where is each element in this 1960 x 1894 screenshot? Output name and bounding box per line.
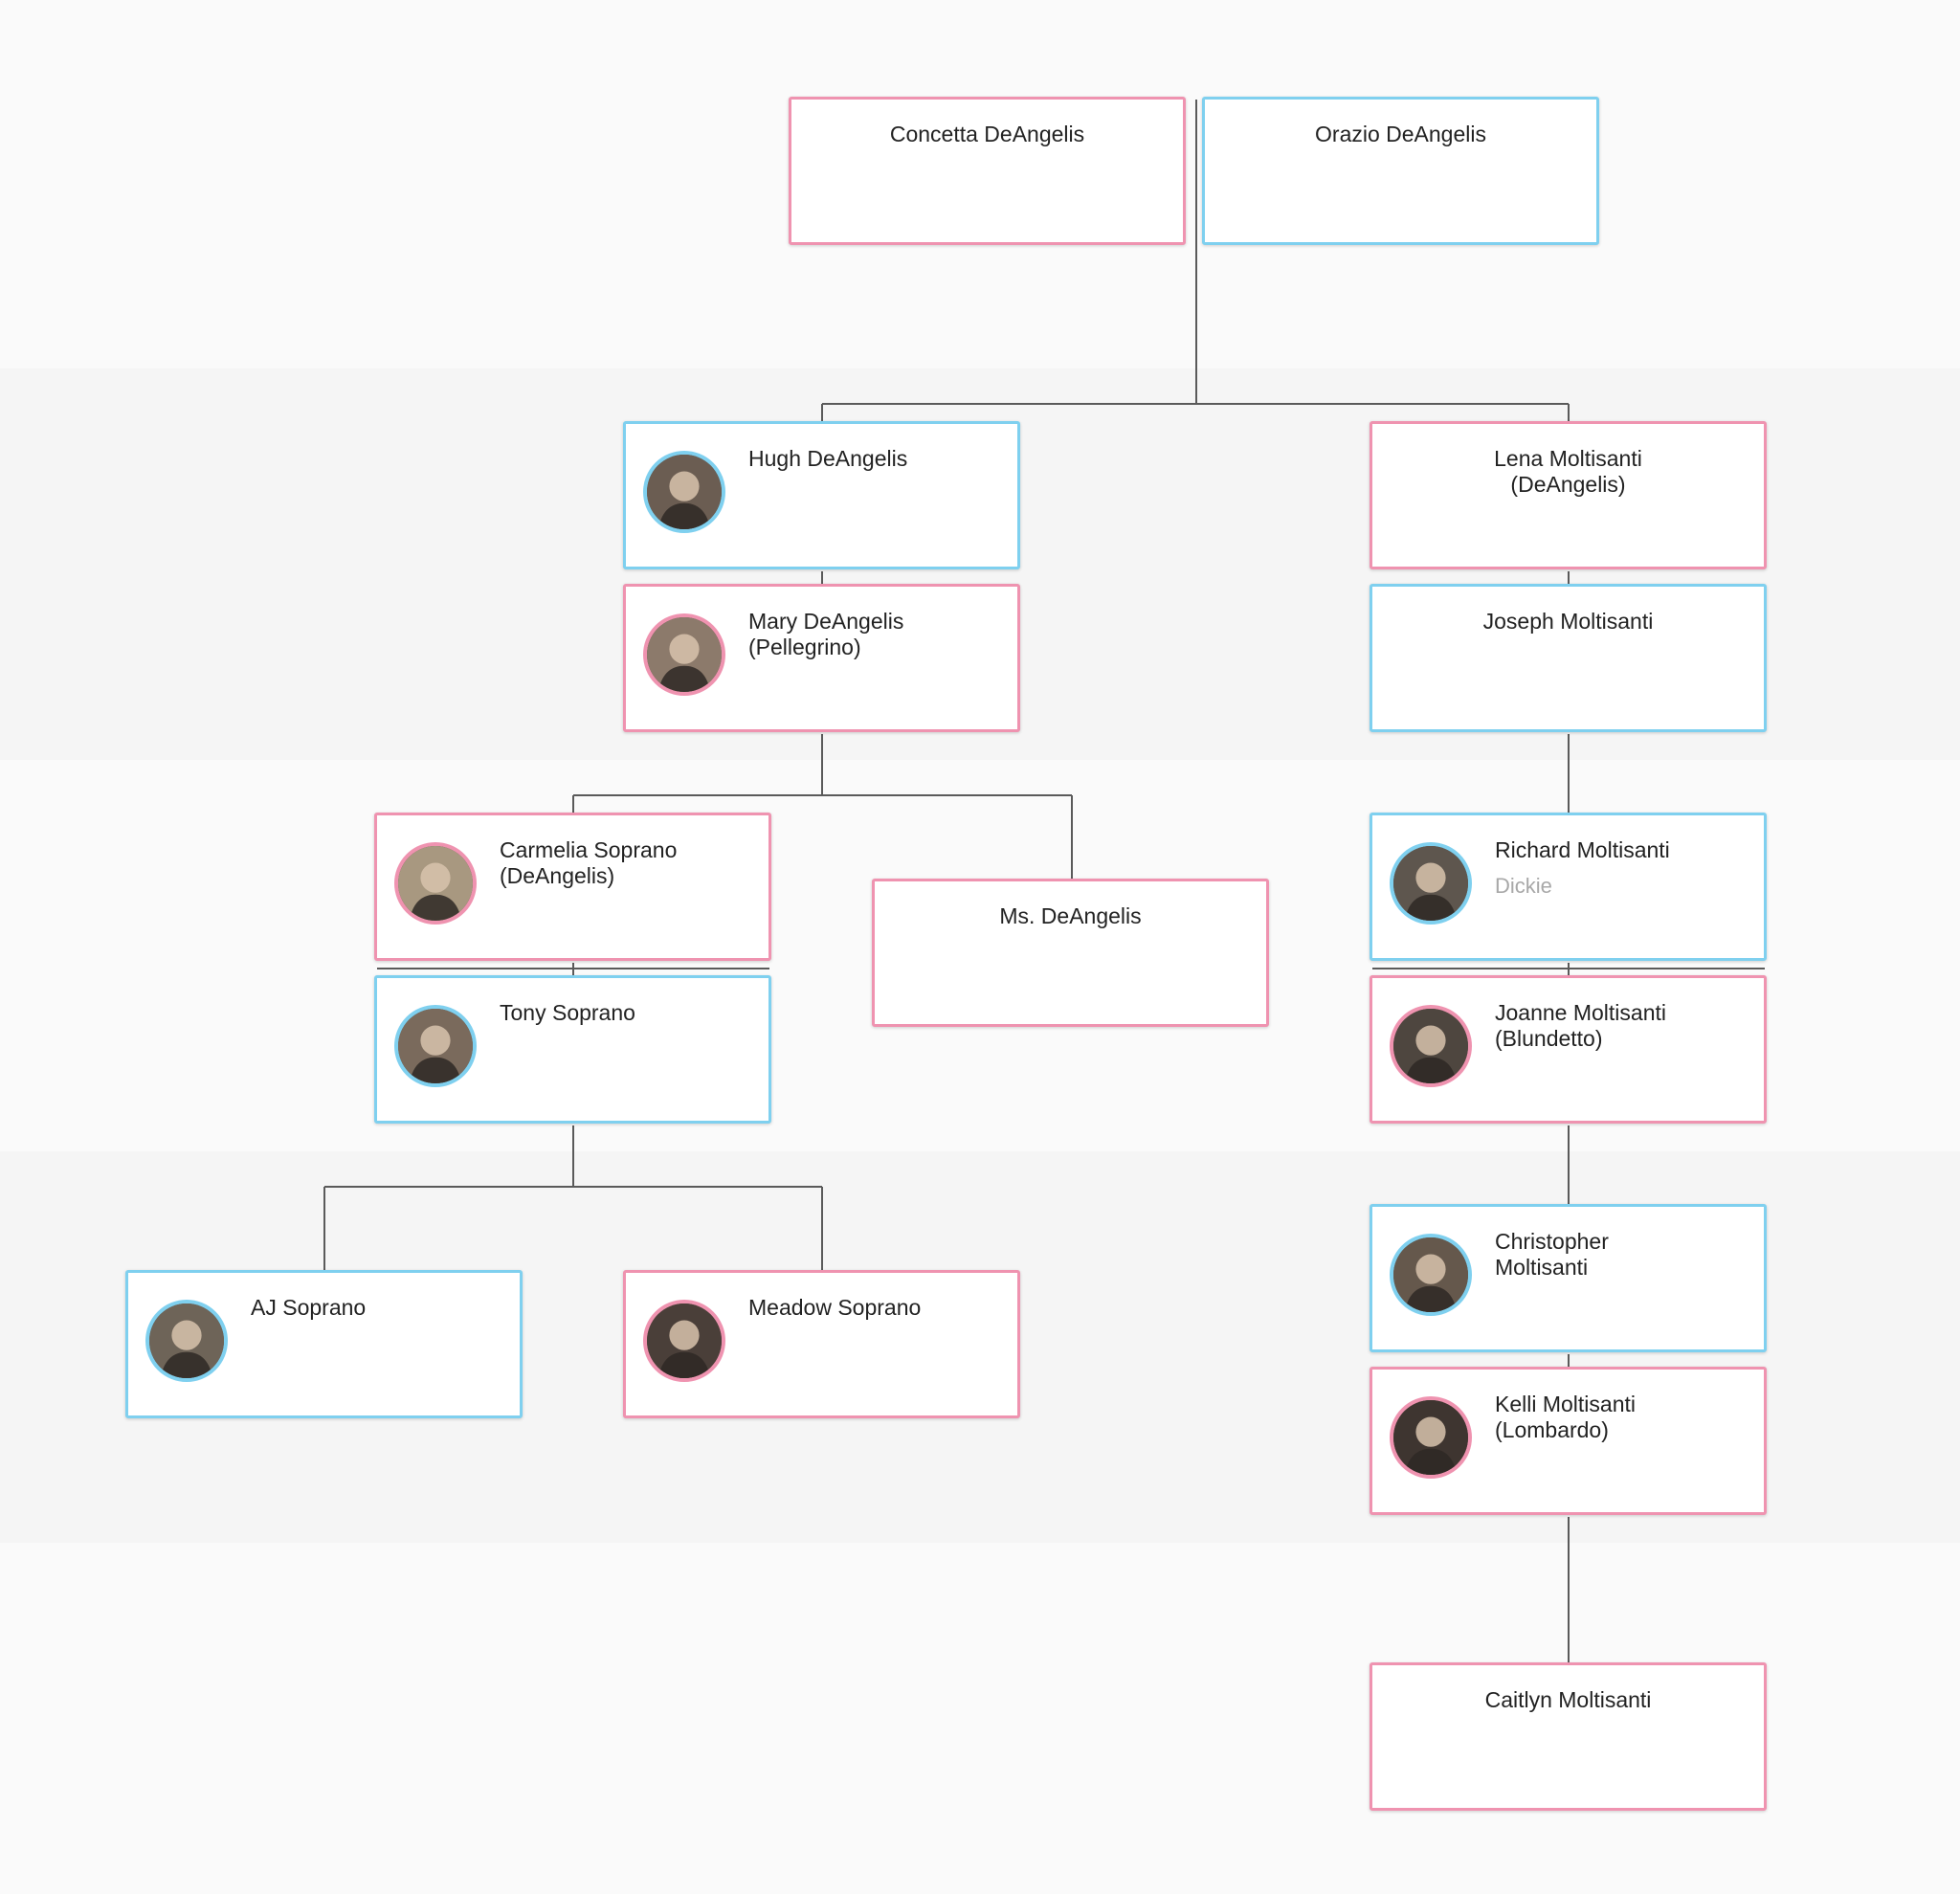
avatar <box>394 842 477 925</box>
portrait-silhouette <box>1393 846 1468 921</box>
person-name: Tony Soprano <box>500 1000 635 1025</box>
avatar <box>1390 1234 1472 1316</box>
portrait-silhouette <box>398 846 473 921</box>
avatar <box>145 1300 228 1382</box>
person-name: Joanne Moltisanti (Blundetto) <box>1495 1000 1666 1051</box>
portrait-silhouette <box>1393 1009 1468 1083</box>
person-name: Lena Moltisanti (DeAngelis) <box>1494 446 1642 497</box>
avatar <box>394 1005 477 1087</box>
portrait-silhouette <box>647 455 722 529</box>
person-card-christopher-moltisanti[interactable]: Christopher Moltisanti <box>1370 1204 1767 1352</box>
person-card-kelli-moltisanti[interactable]: Kelli Moltisanti (Lombardo) <box>1370 1367 1767 1515</box>
portrait-silhouette <box>647 1304 722 1378</box>
person-card-tony-soprano[interactable]: Tony Soprano <box>374 975 771 1124</box>
person-name: Mary DeAngelis (Pellegrino) <box>748 609 904 659</box>
person-card-joseph-moltisanti[interactable]: Joseph Moltisanti <box>1370 584 1767 732</box>
person-card-joanne-moltisanti[interactable]: Joanne Moltisanti (Blundetto) <box>1370 975 1767 1124</box>
person-card-aj-soprano[interactable]: AJ Soprano <box>125 1270 523 1418</box>
person-card-mary-deangelis[interactable]: Mary DeAngelis (Pellegrino) <box>623 584 1020 732</box>
person-card-ms-deangelis[interactable]: Ms. DeAngelis <box>872 879 1269 1027</box>
person-name: Carmelia Soprano (DeAngelis) <box>500 837 678 888</box>
person-name: Joseph Moltisanti <box>1482 609 1654 634</box>
avatar <box>1390 842 1472 925</box>
person-card-lena-moltisanti[interactable]: Lena Moltisanti (DeAngelis) <box>1370 421 1767 569</box>
avatar <box>1390 1005 1472 1087</box>
person-name: Richard Moltisanti <box>1495 837 1670 862</box>
portrait-silhouette <box>149 1304 224 1378</box>
person-name: Meadow Soprano <box>748 1295 922 1320</box>
person-card-orazio-deangelis[interactable]: Orazio DeAngelis <box>1202 97 1599 245</box>
person-card-hugh-deangelis[interactable]: Hugh DeAngelis <box>623 421 1020 569</box>
avatar <box>1390 1396 1472 1479</box>
person-card-carmelia-soprano[interactable]: Carmelia Soprano (DeAngelis) <box>374 813 771 961</box>
person-card-richard-moltisanti[interactable]: Richard Moltisanti Dickie <box>1370 813 1767 961</box>
avatar <box>643 1300 725 1382</box>
person-name: Christopher Moltisanti <box>1495 1229 1609 1280</box>
person-name: Hugh DeAngelis <box>748 446 908 471</box>
person-name: AJ Soprano <box>251 1295 367 1320</box>
avatar <box>643 451 725 533</box>
person-card-meadow-soprano[interactable]: Meadow Soprano <box>623 1270 1020 1418</box>
portrait-silhouette <box>398 1009 473 1083</box>
portrait-silhouette <box>647 617 722 692</box>
person-name: Ms. DeAngelis <box>999 903 1142 928</box>
portrait-silhouette <box>1393 1400 1468 1475</box>
person-name: Orazio DeAngelis <box>1315 122 1486 146</box>
portrait-silhouette <box>1393 1237 1468 1312</box>
person-card-concetta-deangelis[interactable]: Concetta DeAngelis <box>789 97 1186 245</box>
person-name: Concetta DeAngelis <box>889 122 1085 146</box>
person-nickname: Dickie <box>1495 874 1552 898</box>
person-name: Caitlyn Moltisanti <box>1484 1687 1652 1712</box>
avatar <box>643 613 725 696</box>
person-name: Kelli Moltisanti (Lombardo) <box>1495 1392 1636 1442</box>
person-card-caitlyn-moltisanti[interactable]: Caitlyn Moltisanti <box>1370 1662 1767 1811</box>
